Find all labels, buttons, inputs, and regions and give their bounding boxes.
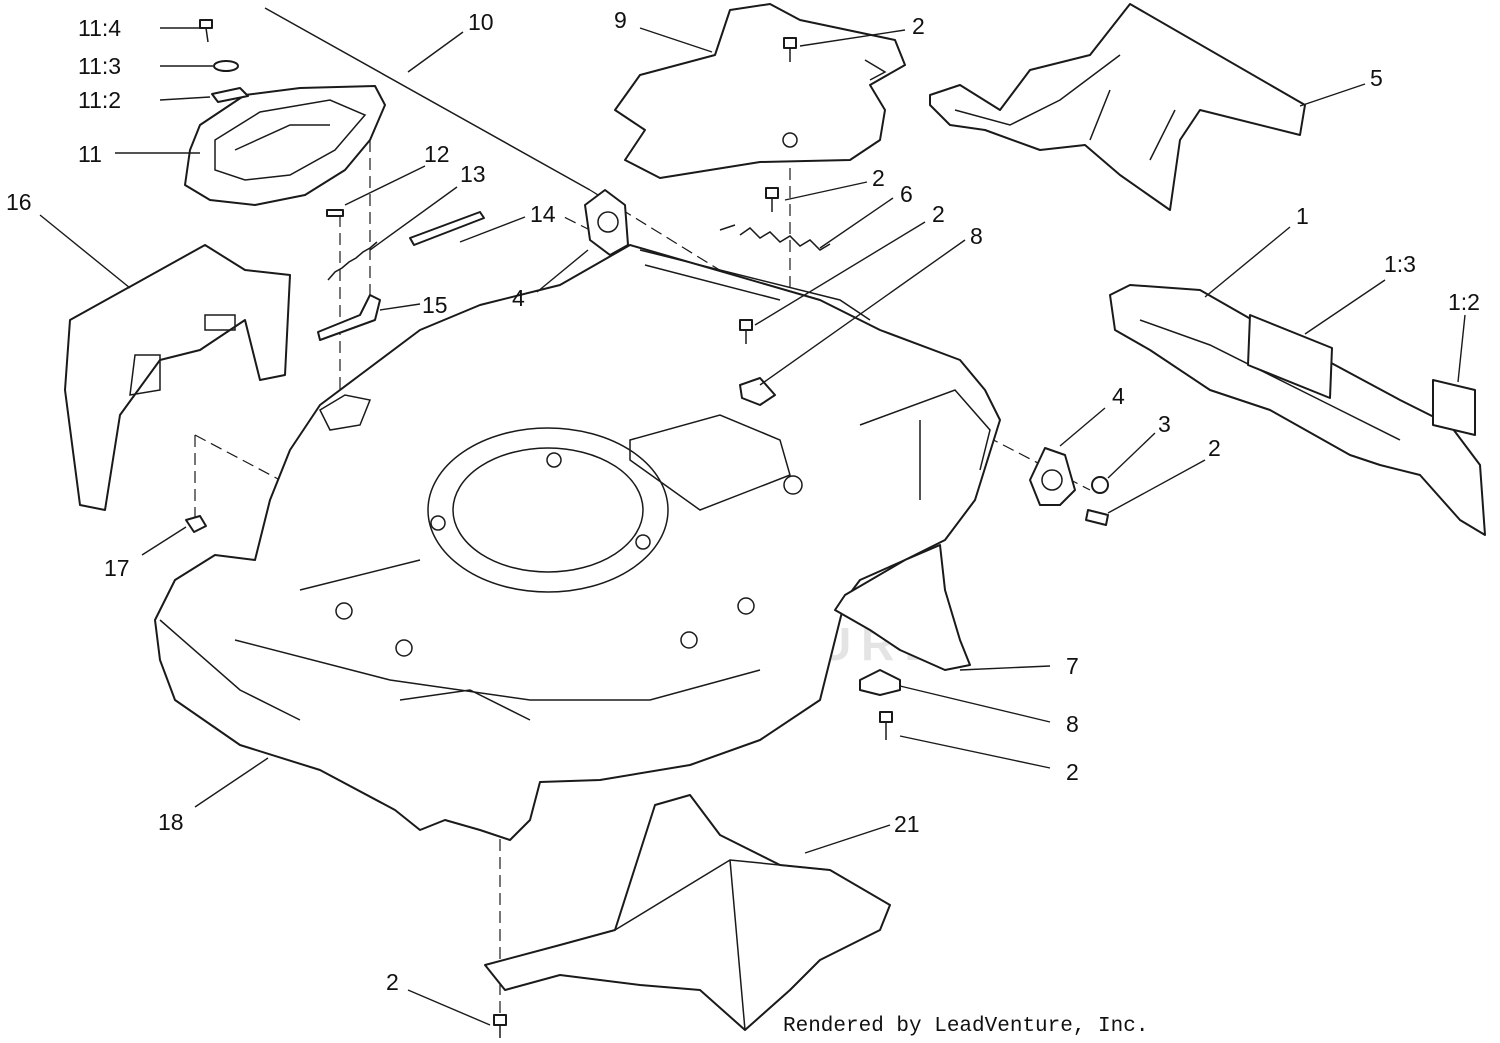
callout-5: 5 xyxy=(1370,65,1383,91)
callout-15: 15 xyxy=(422,292,448,318)
callout-2-mid: 2 xyxy=(872,165,885,191)
part-2-bolt-bottom xyxy=(493,1014,507,1038)
callout-4-left: 4 xyxy=(512,285,525,311)
callout-7: 7 xyxy=(1066,653,1079,679)
callout-1-3: 1:3 xyxy=(1384,251,1416,277)
part-11-handle-cover xyxy=(184,85,386,206)
part-14-rod xyxy=(409,211,485,246)
callout-8-upper: 8 xyxy=(970,223,983,249)
callout-18: 18 xyxy=(158,809,184,835)
part-3-nut xyxy=(1091,476,1109,494)
callout-labels: 11:4 11:3 11:2 11 16 10 12 13 14 15 4 9 … xyxy=(6,7,1480,995)
callout-13: 13 xyxy=(460,161,486,187)
part-2-bolt-lower xyxy=(879,711,893,740)
callout-21: 21 xyxy=(894,811,920,837)
callout-16: 16 xyxy=(6,189,32,215)
leader-lines xyxy=(39,27,1466,1026)
part-2-bolt-mid xyxy=(765,187,779,212)
callout-2-right: 2 xyxy=(1208,435,1221,461)
part-13-spring xyxy=(327,241,378,281)
footer-credit: Rendered by LeadVenture, Inc. xyxy=(783,1015,1148,1038)
part-4-bushing-left xyxy=(584,189,629,256)
part-16-side-cover xyxy=(64,244,291,511)
part-1-2-decal xyxy=(1432,379,1476,436)
callout-11-2: 11:2 xyxy=(78,87,121,113)
callout-17: 17 xyxy=(104,555,130,581)
part-17-nut xyxy=(185,515,207,533)
callout-1: 1 xyxy=(1296,203,1309,229)
callout-3: 3 xyxy=(1158,411,1171,437)
callout-1-2: 1:2 xyxy=(1448,289,1480,315)
part-11-3-knob xyxy=(213,60,239,72)
callout-8-lower: 8 xyxy=(1066,711,1079,737)
part-15-bracket xyxy=(317,294,381,341)
part-18-mower-deck xyxy=(154,244,1001,841)
callout-14: 14 xyxy=(530,201,556,227)
callout-10: 10 xyxy=(468,9,494,35)
part-5-rear-chute xyxy=(929,3,1306,211)
callout-4-right: 4 xyxy=(1112,383,1125,409)
callout-12: 12 xyxy=(424,141,450,167)
callout-2-top: 2 xyxy=(912,13,925,39)
part-1-3-decal xyxy=(1247,314,1333,399)
callout-11: 11 xyxy=(78,141,102,167)
part-1-rear-flap xyxy=(1109,284,1486,536)
part-8-bracket-upper xyxy=(739,377,776,406)
callout-6: 6 xyxy=(900,181,913,207)
part-2-bolt-right xyxy=(1085,509,1109,526)
part-11-4-screw xyxy=(199,19,213,43)
part-11-2-clip xyxy=(211,87,249,103)
part-12-pin xyxy=(326,209,344,217)
part-9-deflector-plate xyxy=(614,3,906,179)
callout-2-bottom: 2 xyxy=(386,969,399,995)
callout-11-4: 11:4 xyxy=(78,15,121,41)
part-7-skirt xyxy=(834,544,971,671)
part-21-mulch-plate xyxy=(484,794,891,1031)
callout-11-3: 11:3 xyxy=(78,53,121,79)
callout-2-lower: 2 xyxy=(1066,759,1079,785)
callout-2-deck: 2 xyxy=(932,201,945,227)
callout-9: 9 xyxy=(614,7,627,33)
part-6-spring xyxy=(719,224,831,251)
part-2-bolt-top xyxy=(783,37,797,62)
part-8-bracket-lower xyxy=(859,669,901,696)
part-2-bolt-deck xyxy=(739,319,753,344)
part-4-bushing-right xyxy=(1029,447,1076,506)
